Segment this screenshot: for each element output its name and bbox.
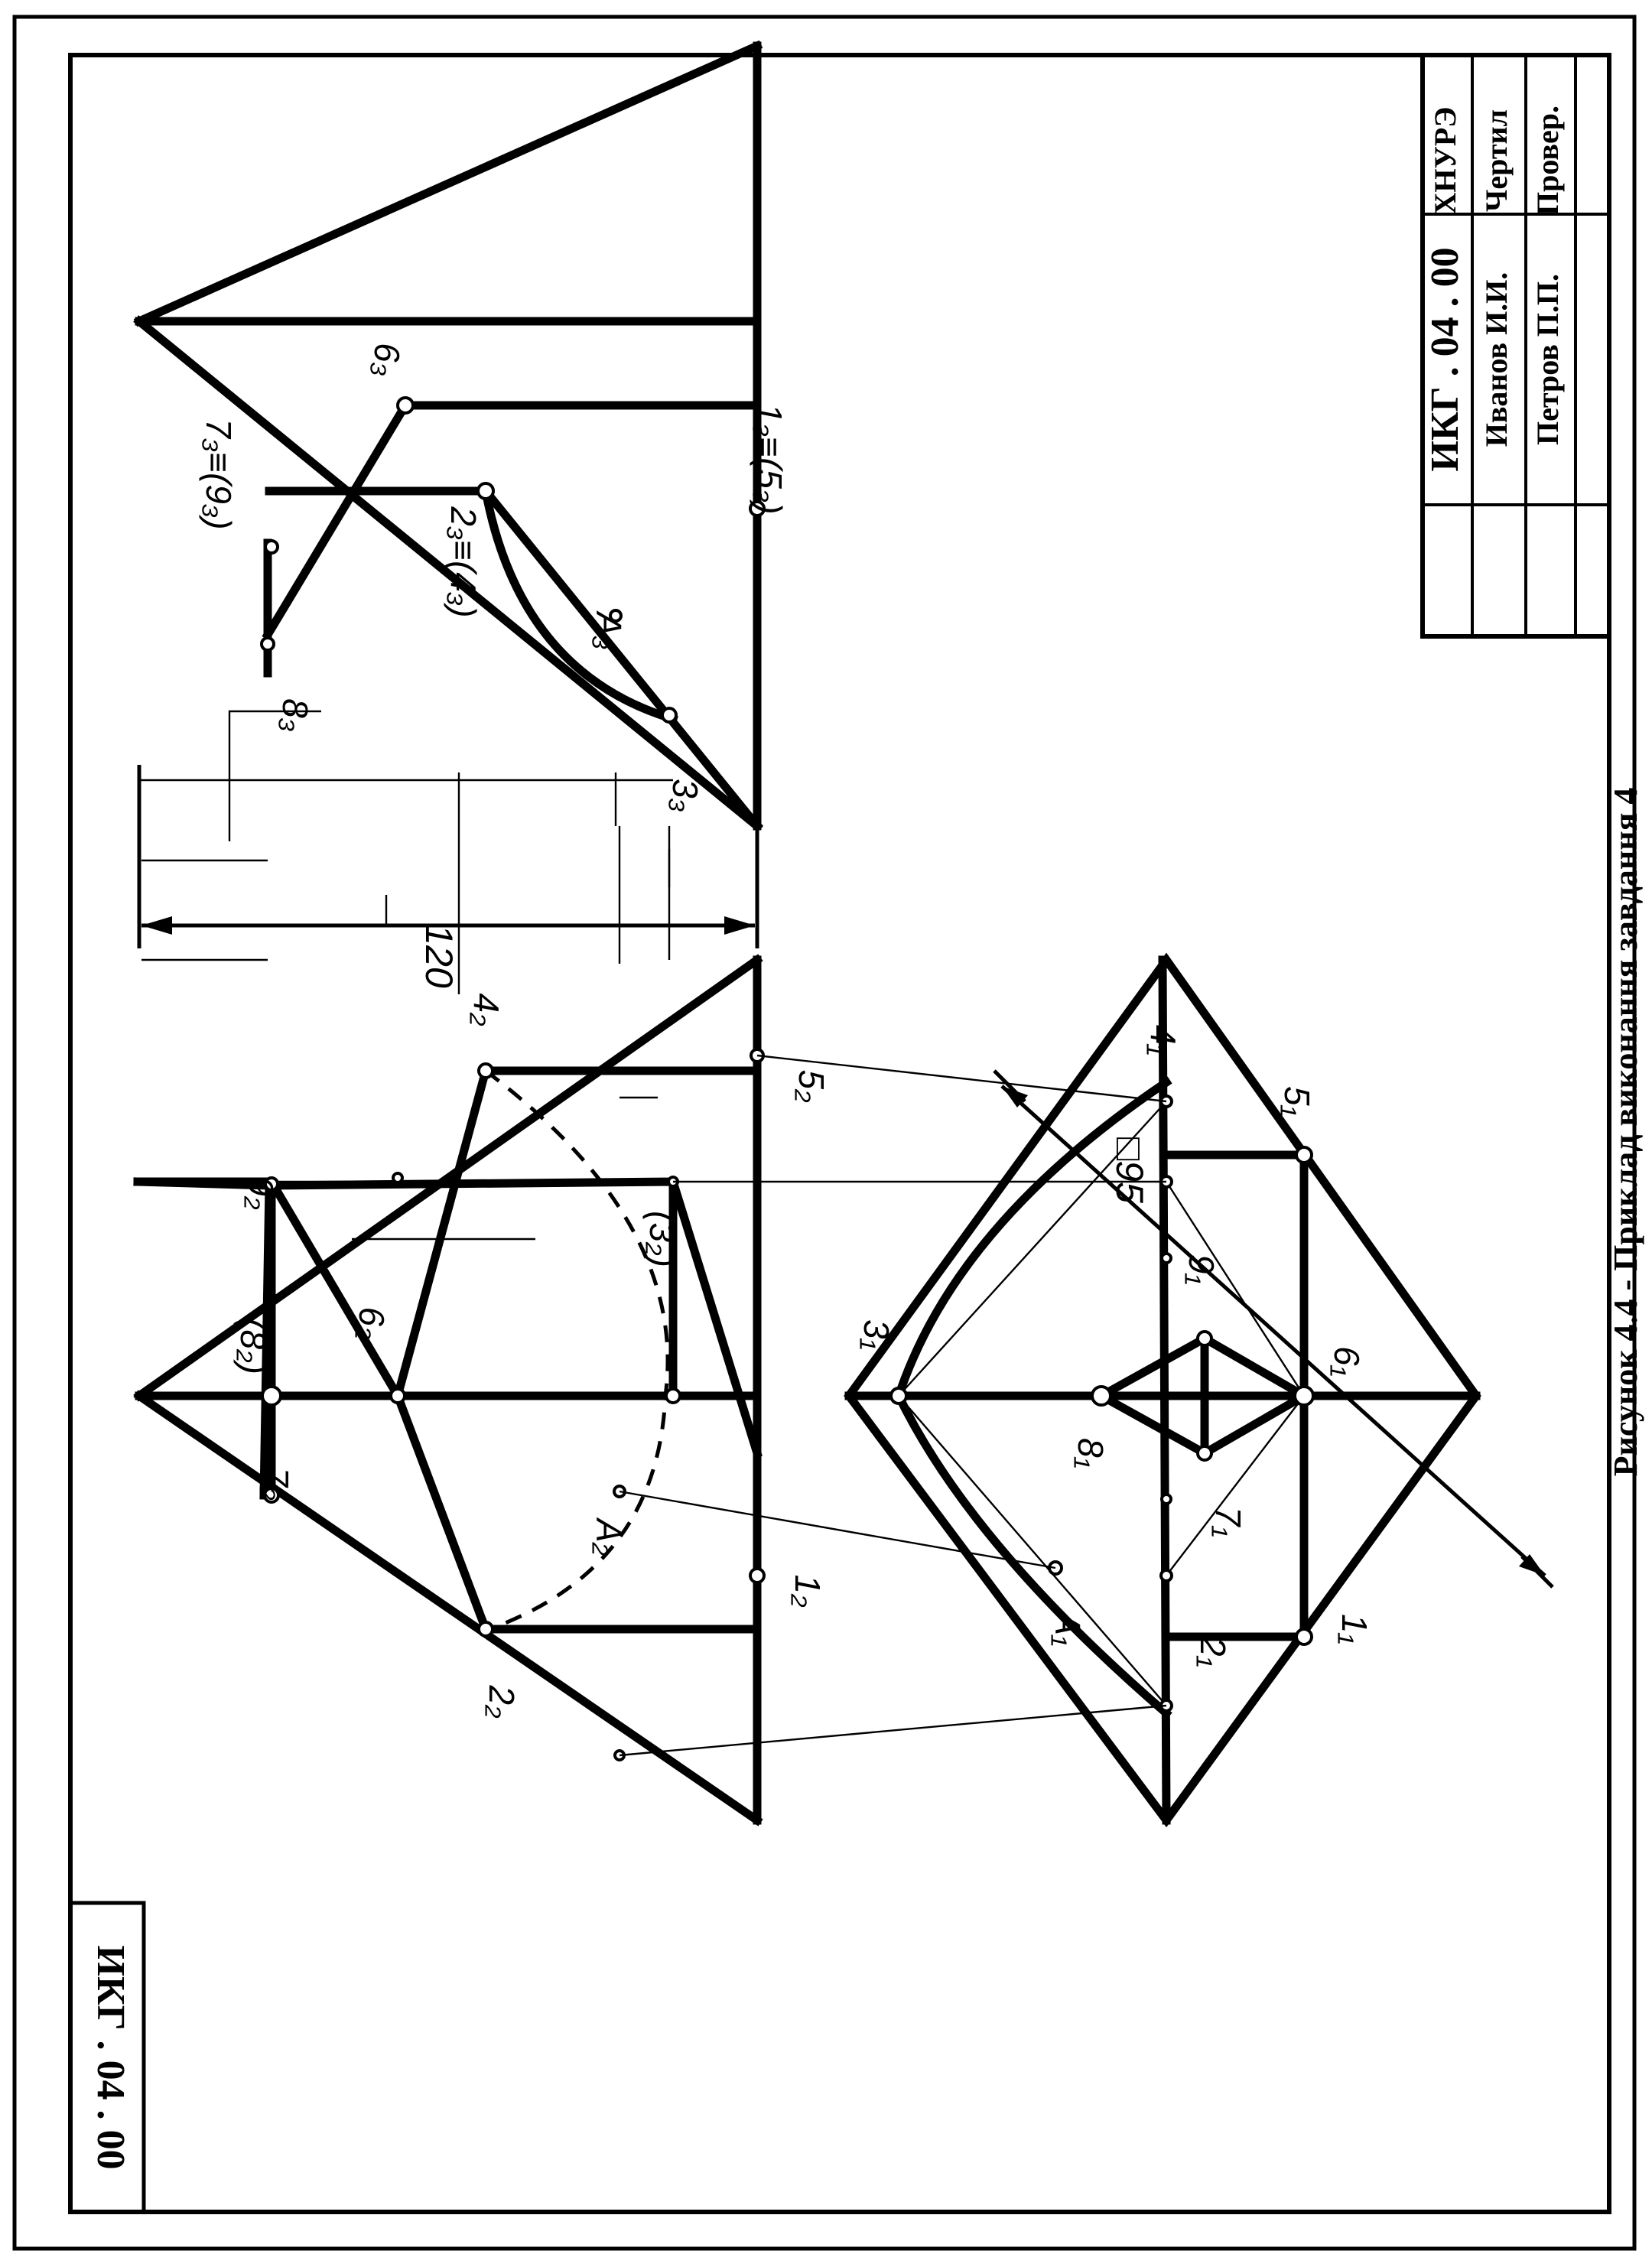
dimension-120: 120 [137,765,759,988]
dimension-side-label: □95 [1108,1137,1151,1203]
front-label-A: A₂ [589,1517,629,1556]
front-view: 120 9₂ (8₂) 7₂ 6₂ 4₂ (3₂) A₂ 2₂ 1₂ 5₂ [133,710,831,1826]
dimension-95: □95 [993,1069,1554,1589]
top-label-2: 2₁ [1193,1636,1233,1667]
top-label-1: 1₁ [1335,1614,1374,1644]
title-row1-name: Иванов И.И. [1479,272,1514,447]
title-org: ХНУРЭ [1428,107,1462,215]
front-label-2: 2₂ [482,1684,522,1719]
top-label-5: 5₁ [1277,1086,1317,1117]
projection-lines [618,826,1167,1757]
side-label-1: 1₃≡(5₃) [750,403,789,514]
top-label-4: 4₁ [1143,1025,1183,1055]
side-label-7: 7₃≡(9₃) [199,418,239,529]
side-label-3: 3₃ [665,779,705,812]
figure-caption: Рисунок 4.4 - Приклад виконання завдання… [1607,788,1644,1477]
title-row1-role: Чертил [1479,109,1514,212]
dimension-height-label: 120 [418,924,460,988]
top-label-6: 6₁ [1327,1346,1367,1377]
front-label-4: 4₂ [467,993,506,1026]
front-label-7: 7₂ [256,1467,296,1501]
side-label-2: 2₃≡(4₃) [444,506,483,617]
side-label-6: 6₃ [367,343,407,376]
drawing-frame [68,53,1611,2214]
top-label-A: A₁ [1048,1609,1088,1646]
top-label-3: 3₁ [857,1319,896,1350]
front-label-6: 6₂ [352,1306,392,1340]
top-label-9: 9₁ [1182,1254,1221,1285]
title-row2-role: Провер. [1530,106,1565,216]
side-label-A: A₃ [589,610,629,650]
title-code: ИКГ . 04 . 00 [1423,247,1467,471]
front-label-8: (8₂) [233,1318,273,1374]
top-view: □95 3₁ 8₁ 9₁ 4₁ 5₁ 6₁ 7₁ A₁ 2₁ [844,952,1554,1828]
corner-code: ИКГ . 04 . 00 [89,1945,132,2169]
front-label-3: (3₂) [642,1211,682,1267]
side-view: 7₃≡(9₃) 6₃ 8₃ 2₃≡(4₃) A₃ 3₃ 1₃≡(5₃) [133,40,789,887]
title-block: ХНУРЭ ИКГ . 04 . 00 Чертил Иванов И.И. П… [1420,53,1611,639]
title-row2-name: Петров П.П. [1530,274,1565,445]
corner-stamp: ИКГ . 04 . 00 [68,1901,146,2214]
front-label-5: 5₂ [792,1069,831,1103]
front-label-9: 9₂ [241,1176,281,1210]
front-label-1: 1₂ [788,1574,828,1608]
top-label-8: 8₁ [1071,1438,1111,1469]
outer-border [12,15,1637,2251]
side-label-8: 8₃ [275,698,315,732]
top-label-7: 7₁ [1208,1507,1248,1537]
